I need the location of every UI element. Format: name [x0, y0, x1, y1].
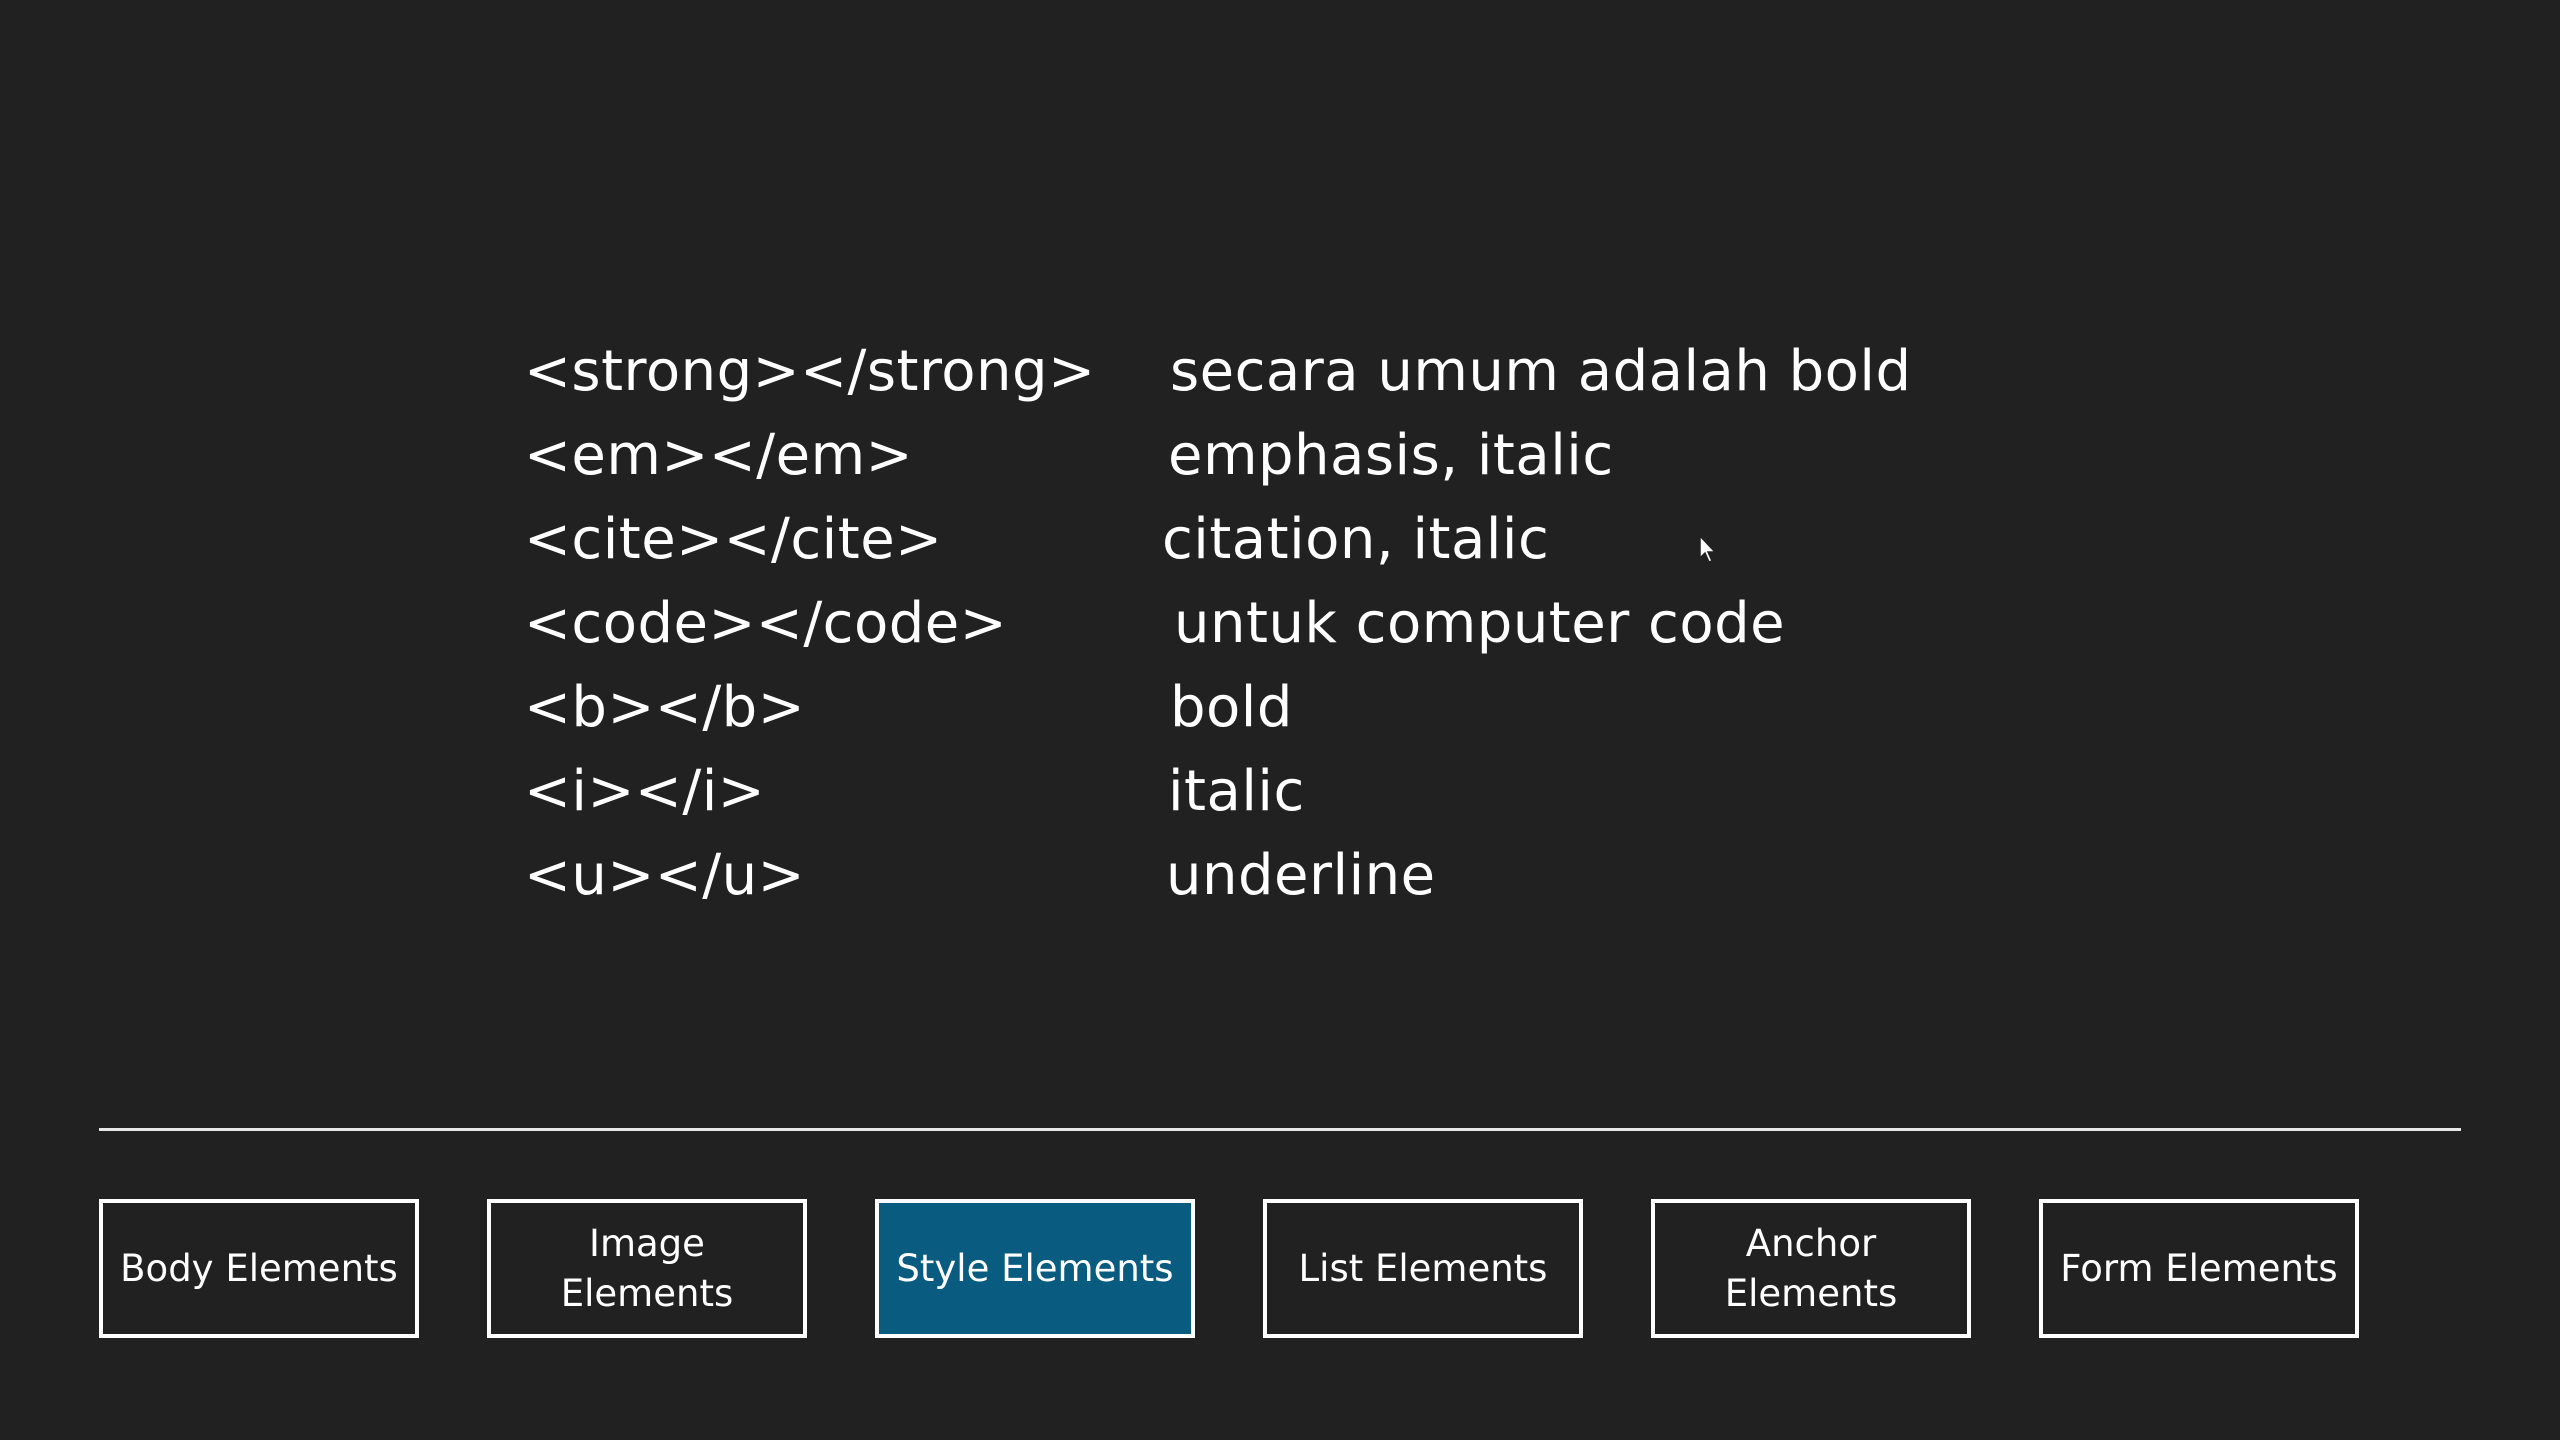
tag-name: <strong></strong> [524, 339, 1096, 404]
mouse-pointer-icon [1699, 534, 1717, 563]
section-divider [99, 1128, 2461, 1131]
tag-name: <em></em> [524, 423, 914, 488]
tag-description: emphasis, italic [1168, 423, 1614, 488]
tag-description: secara umum adalah bold [1170, 339, 1912, 404]
tag-description: citation, italic [1162, 507, 1550, 572]
tag-name: <u></u> [524, 843, 806, 908]
nav-button-form-elements[interactable]: Form Elements [2039, 1199, 2359, 1338]
tag-description: untuk computer code [1174, 591, 1786, 656]
nav-button-anchor-elements[interactable]: Anchor Elements [1651, 1199, 1971, 1338]
nav-button-list-elements[interactable]: List Elements [1263, 1199, 1583, 1338]
tag-name: <i></i> [524, 759, 766, 824]
tag-name: <code></code> [524, 591, 1008, 656]
tag-description: italic [1168, 759, 1305, 824]
section-nav: Body Elements Image Elements Style Eleme… [99, 1199, 2359, 1338]
tag-description: underline [1166, 843, 1436, 908]
tag-name: <b></b> [524, 675, 806, 740]
tag-name: <cite></cite> [524, 507, 943, 572]
nav-button-body-elements[interactable]: Body Elements [99, 1199, 419, 1338]
nav-button-image-elements[interactable]: Image Elements [487, 1199, 807, 1338]
nav-button-style-elements[interactable]: Style Elements [875, 1199, 1195, 1338]
tag-description: bold [1170, 675, 1293, 740]
